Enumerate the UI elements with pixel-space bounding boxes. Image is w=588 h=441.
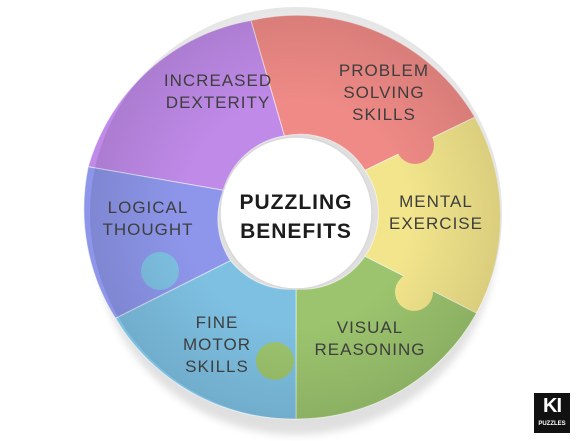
label-problem: PROBLEM <box>339 61 429 80</box>
center-title-line1: PUZZLING <box>240 191 353 214</box>
logo-mark: KI <box>543 395 562 417</box>
label-exercise: EXERCISE <box>389 214 483 233</box>
ki-puzzles-logo: KI PUZZLES <box>534 393 570 433</box>
label-skills-2: SKILLS <box>185 357 249 376</box>
label-mental: MENTAL <box>399 192 473 211</box>
label-thought: THOUGHT <box>102 220 193 239</box>
label-visual: VISUAL <box>337 318 403 337</box>
label-increased: INCREASED <box>164 71 272 90</box>
label-reasoning: REASONING <box>314 340 425 359</box>
label-fine: FINE <box>196 313 239 332</box>
label-motor: MOTOR <box>183 335 251 354</box>
logo-subtext: PUZZLES <box>538 421 566 427</box>
label-dexterity: DEXTERITY <box>166 93 270 112</box>
label-skills: SKILLS <box>352 105 416 124</box>
label-logical: LOGICAL <box>108 198 189 217</box>
label-solving: SOLVING <box>343 83 424 102</box>
center-title-line2: BENEFITS <box>240 220 352 243</box>
center-circle <box>219 136 373 290</box>
